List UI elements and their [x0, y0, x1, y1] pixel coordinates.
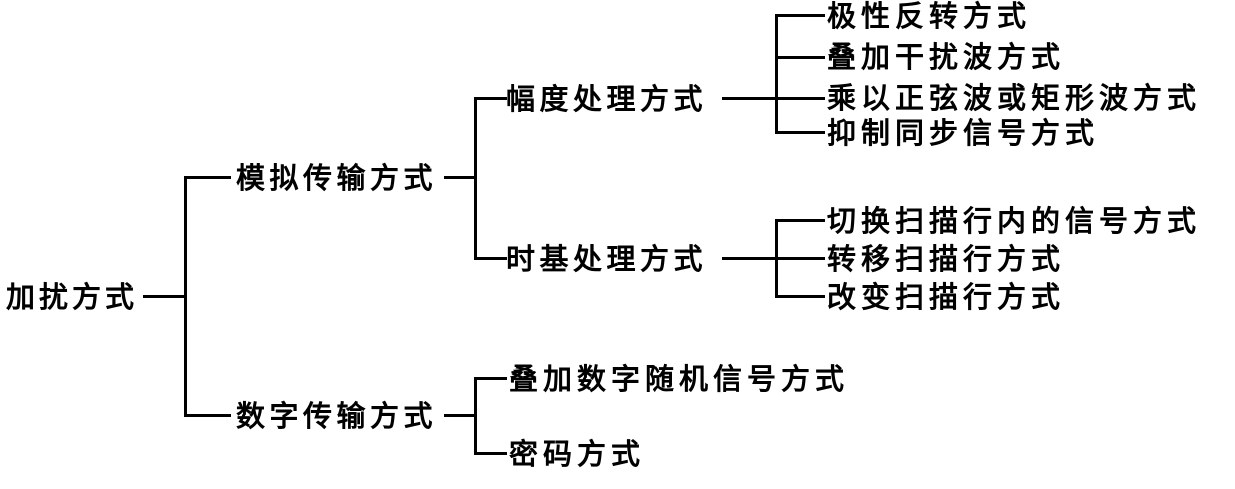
connector-root-to-digital [184, 414, 231, 417]
connector-digital-spine [474, 377, 477, 455]
connector-root-to-analog [184, 176, 231, 179]
connector-analog-spine [474, 97, 477, 260]
connector-analog-stub [444, 176, 477, 179]
connector-amplitude-arm-1 [775, 14, 825, 17]
connector-digital-to-leaf-1 [474, 377, 507, 380]
connector-digital-to-leaf-2 [474, 452, 507, 455]
node-timebase-processing: 时基处理方式 [506, 242, 708, 276]
connector-digital-stub [444, 414, 477, 417]
leaf-superimposed-interference-wave: 叠加干扰波方式 [827, 40, 1066, 74]
connector-timebase-arm-1 [775, 219, 825, 222]
connector-amplitude-stub [722, 97, 778, 100]
node-analog-transmission: 模拟传输方式 [236, 161, 438, 195]
leaf-switch-signal-within-scan-line: 切换扫描行内的信号方式 [827, 204, 1202, 238]
connector-analog-to-amplitude [474, 97, 507, 100]
connector-timebase-arm-2 [775, 257, 825, 260]
leaf-polarity-inversion: 极性反转方式 [827, 0, 1032, 33]
node-root: 加扰方式 [6, 280, 139, 314]
connector-root-stub [143, 295, 187, 298]
connector-timebase-arm-3 [775, 295, 825, 298]
connector-amplitude-spine [775, 14, 778, 134]
leaf-superimposed-digital-random-signal: 叠加数字随机信号方式 [509, 362, 850, 396]
leaf-shift-scan-line: 转移扫描行方式 [827, 242, 1066, 276]
leaf-suppress-sync-signal: 抑制同步信号方式 [827, 116, 1100, 150]
node-digital-transmission: 数字传输方式 [236, 399, 438, 433]
connector-amplitude-arm-3 [775, 97, 825, 100]
connector-amplitude-arm-2 [775, 56, 825, 59]
node-amplitude-processing: 幅度处理方式 [506, 82, 708, 116]
connector-amplitude-arm-4 [775, 131, 825, 134]
leaf-cipher-mode: 密码方式 [509, 437, 646, 471]
connector-root-spine [184, 176, 187, 417]
connector-analog-to-timebase [474, 257, 507, 260]
leaf-change-scan-line: 改变扫描行方式 [827, 280, 1066, 314]
connector-timebase-stub [722, 257, 778, 260]
leaf-multiply-sine-or-square-wave: 乘以正弦波或矩形波方式 [827, 81, 1202, 115]
